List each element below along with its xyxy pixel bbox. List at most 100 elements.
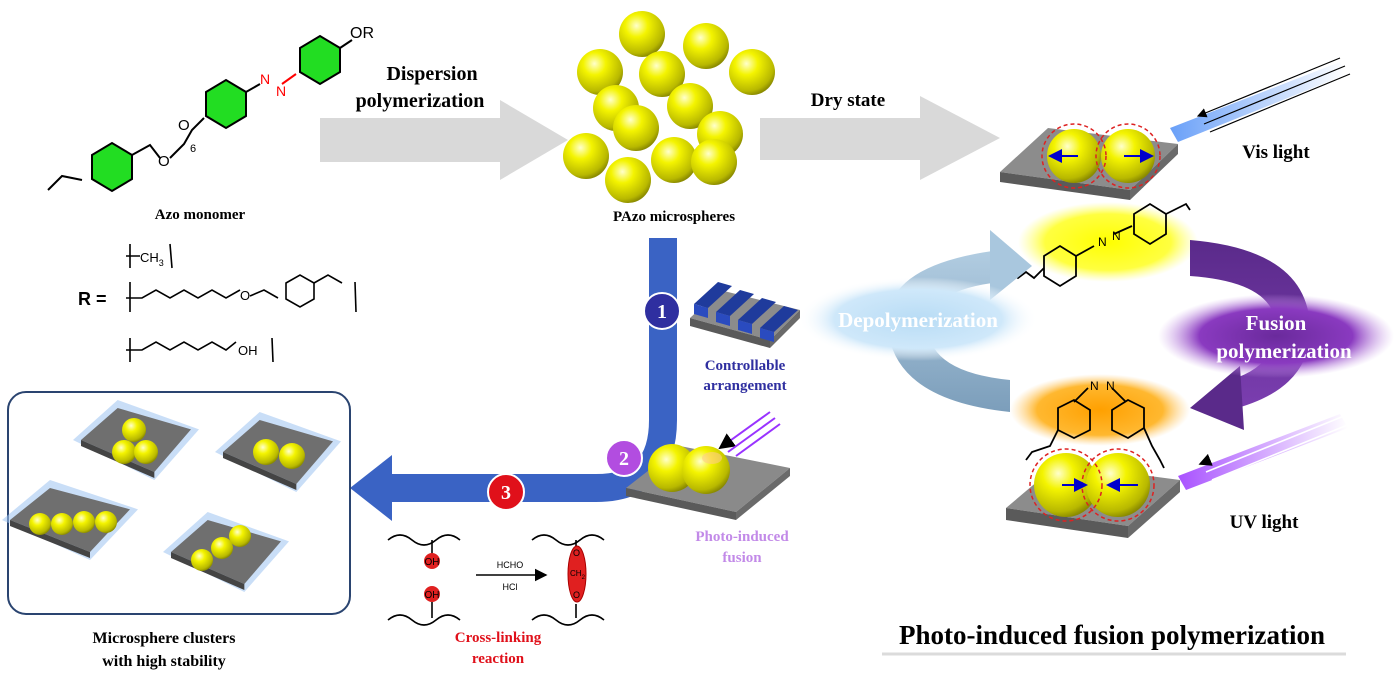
- uv-light-beam: [1178, 407, 1351, 490]
- monomer-n-label: N: [260, 71, 270, 87]
- r-group-brackets: [126, 243, 357, 363]
- r-group-label: R =: [78, 289, 107, 309]
- microsphere: [279, 443, 305, 469]
- fusion-polymerization-ellipse: [1158, 294, 1394, 378]
- microspheres-caption: PAzo microspheres: [613, 209, 735, 225]
- microsphere: [51, 513, 73, 535]
- cluster-plates: [2, 400, 341, 592]
- grooved-template: [690, 282, 800, 348]
- azo-n-label: N: [1106, 379, 1115, 393]
- azo-n-label: N: [1090, 379, 1099, 393]
- microsphere: [134, 440, 158, 464]
- microsphere: [619, 11, 665, 57]
- microsphere: [651, 137, 697, 183]
- trans-azo-glow: [1018, 202, 1198, 282]
- microsphere: [667, 83, 713, 129]
- dispersion-label: Dispersion: [386, 63, 477, 85]
- crosslink-scheme: [387, 534, 605, 626]
- crosslink-label: reaction: [472, 651, 525, 667]
- dry-state-label: Dry state: [811, 90, 885, 111]
- azo-monomer-structure: [47, 34, 353, 193]
- monomer-or-label: OR: [350, 25, 374, 42]
- process-flow-arrowhead: [350, 455, 392, 521]
- dispersion-label: polymerization: [356, 90, 485, 112]
- depolymerization-arrowhead: [990, 230, 1032, 300]
- step-3-badge: 3: [487, 473, 525, 511]
- crosslink-label: Cross-linking: [455, 630, 542, 646]
- cluster-plate: [2, 480, 138, 560]
- dry-state-arrow: [760, 96, 1000, 180]
- hydroxyl-highlight: [424, 586, 440, 602]
- microsphere: [112, 440, 136, 464]
- microsphere: [191, 549, 213, 571]
- azo-monomer-caption: Azo monomer: [155, 207, 246, 223]
- svg-text:2: 2: [619, 448, 629, 470]
- microsphere: [639, 51, 685, 97]
- top-plate: [1000, 123, 1178, 200]
- hydroxyl-label: OH: [425, 557, 440, 568]
- photo-fusion-label: Photo-induced: [695, 529, 789, 545]
- bridge-o: O: [573, 590, 580, 600]
- depolymerization-label: Depolymerization: [838, 308, 998, 332]
- uv-beam-small: [718, 411, 781, 457]
- methylene-bridge: [567, 545, 587, 603]
- vis-light-label: Vis light: [1242, 142, 1310, 163]
- cluster-plate: [215, 412, 341, 492]
- azo-n-label: N: [1098, 235, 1107, 249]
- microsphere: [229, 525, 251, 547]
- monomer-o-label: O: [158, 153, 170, 170]
- svg-text:1: 1: [657, 301, 667, 323]
- microsphere: [613, 105, 659, 151]
- step-1-badge: 1: [643, 292, 681, 330]
- cis-azo-glow: [1010, 374, 1190, 446]
- benzene-ring: [205, 78, 247, 130]
- step-2-badge: 2: [605, 439, 643, 477]
- benzene-ring: [299, 34, 341, 86]
- dispersion-arrow: [320, 100, 568, 180]
- hydroxyl-label: OH: [425, 590, 440, 601]
- clusters-caption: Microsphere clusters: [93, 630, 236, 647]
- vis-light-beam: [1170, 57, 1351, 142]
- pazo-microsphere-cluster: [563, 11, 775, 203]
- fusion-polymerization-arrowhead: [1190, 366, 1244, 430]
- microsphere: [691, 139, 737, 185]
- bridge-o: O: [573, 548, 580, 558]
- fusion-polymerization-label: polymerization: [1216, 339, 1352, 363]
- cluster-plate: [163, 512, 289, 592]
- azo-n-label: N: [1112, 229, 1121, 243]
- monomer-subscript: 6: [190, 143, 196, 155]
- cis-azo-structure: [1025, 387, 1165, 469]
- bridge-ch2: CH2: [570, 569, 586, 581]
- photo-fusion-label: fusion: [722, 550, 762, 566]
- monomer-n-label: N: [276, 83, 286, 99]
- microsphere: [577, 49, 623, 95]
- r-group-ch3: CH3: [140, 250, 164, 268]
- clusters-caption: with high stability: [102, 653, 226, 670]
- microsphere: [563, 133, 609, 179]
- controllable-label: arrangement: [703, 378, 786, 394]
- main-title: Photo-induced fusion polymerization: [899, 620, 1325, 650]
- depolymerization-ellipse: [798, 277, 1038, 361]
- r-group-oh: OH: [238, 343, 258, 358]
- microsphere: [683, 23, 729, 69]
- reagent-hcho: HCHO: [497, 560, 524, 570]
- microsphere: [29, 513, 51, 535]
- fusion-polymerization-label: Fusion: [1246, 311, 1307, 335]
- monomer-o-label: O: [178, 117, 190, 134]
- microsphere: [122, 418, 146, 442]
- r-group-o: O: [240, 288, 250, 303]
- microsphere: [605, 157, 651, 203]
- controllable-label: Controllable: [705, 358, 786, 374]
- process-flow-path: [392, 238, 677, 502]
- microsphere: [729, 49, 775, 95]
- bottom-plate: [1006, 448, 1180, 538]
- uv-light-label: UV light: [1230, 512, 1299, 533]
- reagent-hcl: HCl: [503, 582, 518, 592]
- benzene-ring: [91, 141, 133, 193]
- fusion-plate: [626, 444, 790, 520]
- microsphere: [73, 511, 95, 533]
- cluster-plate: [73, 400, 199, 480]
- microsphere: [253, 439, 279, 465]
- microsphere: [95, 511, 117, 533]
